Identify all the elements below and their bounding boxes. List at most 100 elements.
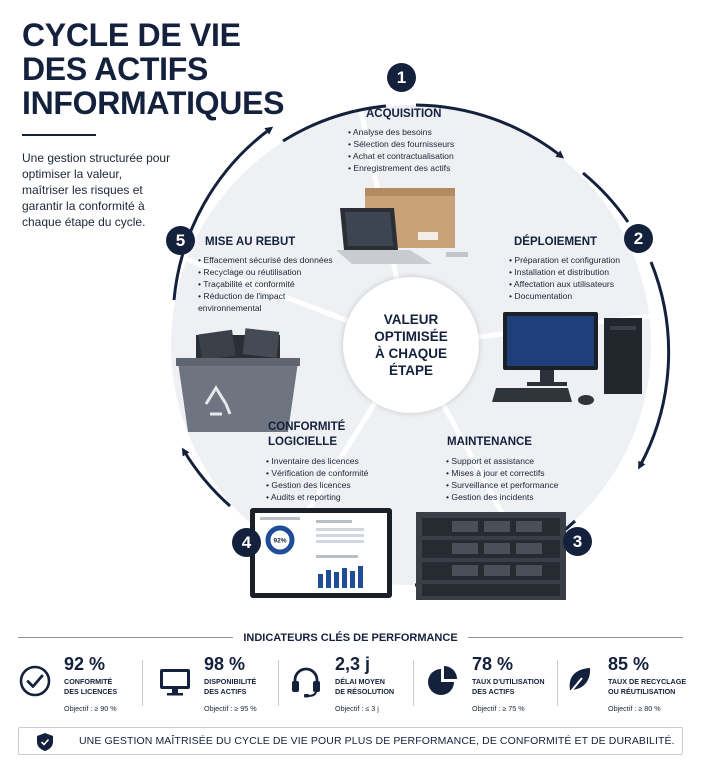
kpi-target: Objectif : ≤ 3 j bbox=[335, 704, 379, 713]
kpi-header-rule bbox=[468, 637, 683, 638]
step-title-conformite: CONFORMITÉ LOGICIELLE bbox=[268, 420, 345, 450]
step-title-acquisition: ACQUISITION bbox=[366, 108, 442, 120]
step-title-line: LOGICIELLE bbox=[268, 436, 337, 448]
kpi-label-line: OU RÉUTILISATION bbox=[608, 687, 676, 696]
kpi-target: Objectif : ≥ 95 % bbox=[204, 704, 257, 713]
step-bullets-conformite: Inventaire des licences Vérification de … bbox=[266, 455, 396, 503]
cycle-arrow bbox=[638, 261, 671, 470]
desktop-workstation-image bbox=[492, 312, 642, 405]
step-bullets-mise-au-rebut: Effacement sécurisé des données Recyclag… bbox=[198, 254, 338, 314]
title-line: CYCLE DE VIE bbox=[22, 17, 241, 53]
cycle-arrow bbox=[582, 171, 630, 223]
kpi-resolution-time: 2,3 j DÉLAI MOYEN DE RÉSOLUTION Objectif… bbox=[289, 654, 409, 718]
bullet-item: Mises à jour et correctifs bbox=[446, 467, 576, 479]
cycle-arrow bbox=[181, 447, 231, 508]
dashboard-donut-value: 92% bbox=[273, 538, 286, 545]
bullet-item: Traçabilité et conformité bbox=[198, 278, 338, 290]
kpi-label: TAUX D'UTILISATION DES ACTIFS bbox=[472, 677, 562, 697]
page-title: CYCLE DE VIE DES ACTIFS INFORMATIQUES bbox=[22, 18, 302, 120]
center-line: À CHAQUE bbox=[374, 346, 447, 361]
title-line: INFORMATIQUES bbox=[22, 85, 285, 121]
recycling-bin-image bbox=[176, 328, 300, 432]
center-line: ÉTAPE bbox=[388, 363, 433, 378]
bullet-item: Audits et reporting bbox=[266, 491, 396, 503]
kpi-target: Objectif : ≥ 90 % bbox=[64, 704, 117, 713]
step-number-badge: 2 bbox=[624, 224, 653, 253]
kpi-asset-availability: 98 % DISPONIBILITÉ DES ACTIFS Objectif :… bbox=[158, 654, 278, 718]
shield-icon bbox=[37, 733, 53, 751]
bullet-item: Gestion des licences bbox=[266, 479, 396, 491]
kpi-value: 85 % bbox=[608, 654, 650, 674]
title-line: DES ACTIFS bbox=[22, 51, 209, 87]
recycle-icon bbox=[204, 385, 232, 416]
bullet-item: Vérification de conformité bbox=[266, 467, 396, 479]
step-title-maintenance: MAINTENANCE bbox=[447, 436, 532, 448]
bullet-item: Support et assistance bbox=[446, 455, 576, 467]
kpi-label: CONFORMITÉ DES LICENCES bbox=[64, 677, 154, 697]
bullet-item: Préparation et configuration bbox=[509, 254, 639, 266]
kpi-label-line: TAUX DE RECYCLAGE bbox=[608, 677, 687, 686]
kpi-label: DISPONIBILITÉ DES ACTIFS bbox=[204, 677, 294, 697]
kpi-label-line: DES LICENCES bbox=[64, 687, 118, 696]
monitor-icon bbox=[160, 669, 190, 696]
title-divider bbox=[22, 134, 96, 136]
kpi-label: TAUX DE RECYCLAGE OU RÉUTILISATION bbox=[608, 677, 698, 697]
bullet-item: Effacement sécurisé des données bbox=[198, 254, 338, 266]
bullet-item: Surveillance et performance bbox=[446, 479, 576, 491]
bullet-item: Recyclage ou réutilisation bbox=[198, 266, 338, 278]
kpi-label-line: DES ACTIFS bbox=[204, 687, 247, 696]
kpi-label-line: DES ACTIFS bbox=[472, 687, 515, 696]
intro-text: Une gestion structurée pour optimiser la… bbox=[22, 151, 171, 229]
step-title-mise-au-rebut: MISE AU REBUT bbox=[205, 236, 296, 248]
kpi-asset-utilisation: 78 % TAUX D'UTILISATION DES ACTIFS Objec… bbox=[426, 654, 561, 718]
step-title-line: CONFORMITÉ bbox=[268, 421, 346, 433]
bullet-item: Documentation bbox=[509, 290, 639, 302]
cycle-arrow bbox=[282, 104, 387, 143]
kpi-label: DÉLAI MOYEN DE RÉSOLUTION bbox=[335, 677, 425, 697]
cycle-arrow bbox=[172, 126, 274, 301]
kpi-divider bbox=[142, 660, 143, 706]
bullet-item: Sélection des fournisseurs bbox=[348, 138, 478, 150]
kpi-label-line: TAUX D'UTILISATION bbox=[472, 677, 545, 686]
kpi-recycling-rate: 85 % TAUX DE RECYCLAGE OU RÉUTILISATION … bbox=[562, 654, 687, 718]
kpi-value: 92 % bbox=[64, 654, 106, 674]
kpi-label-line: DISPONIBILITÉ bbox=[204, 677, 257, 686]
bullet-item: Enregistrement des actifs bbox=[348, 162, 478, 174]
kpi-divider bbox=[557, 660, 558, 706]
kpi-target: Objectif : ≥ 75 % bbox=[472, 704, 525, 713]
kpi-header-rule bbox=[18, 637, 233, 638]
step-number-badge: 5 bbox=[166, 226, 195, 255]
cycle-arrow bbox=[415, 103, 565, 159]
kpi-label-line: CONFORMITÉ bbox=[64, 677, 113, 686]
step-number-badge: 3 bbox=[563, 527, 592, 556]
kpi-divider bbox=[413, 660, 414, 706]
kpi-label-line: DÉLAI MOYEN bbox=[335, 677, 385, 686]
bullet-item: Gestion des incidents bbox=[446, 491, 576, 503]
bullet-item: Inventaire des licences bbox=[266, 455, 396, 467]
step-bullets-maintenance: Support et assistance Mises à jour et co… bbox=[446, 455, 576, 503]
headset-icon bbox=[292, 667, 320, 698]
center-line: OPTIMISÉE bbox=[374, 329, 448, 344]
kpi-value: 2,3 j bbox=[335, 654, 371, 674]
kpi-value: 78 % bbox=[472, 654, 514, 674]
bullet-item: Achat et contractualisation bbox=[348, 150, 478, 162]
step-title-deploiement: DÉPLOIEMENT bbox=[514, 236, 598, 248]
step-number-badge: 4 bbox=[232, 528, 261, 557]
server-rack-image bbox=[416, 512, 566, 600]
kpi-divider bbox=[278, 660, 279, 706]
center-value-circle: VALEUR OPTIMISÉE À CHAQUE ÉTAPE bbox=[343, 277, 479, 413]
step-bullets-deploiement: Préparation et configuration Installatio… bbox=[509, 254, 639, 302]
leaf-icon bbox=[567, 668, 591, 696]
laptop-and-box-image bbox=[336, 188, 468, 264]
banner-text: UNE GESTION MAÎTRISÉE DU CYCLE DE VIE PO… bbox=[79, 735, 675, 747]
kpi-header-label: INDICATEURS CLÉS DE PERFORMANCE bbox=[243, 632, 458, 644]
kpi-header: INDICATEURS CLÉS DE PERFORMANCE bbox=[18, 630, 683, 646]
step-bullets-acquisition: Analyse des besoins Sélection des fourni… bbox=[348, 126, 478, 174]
pie-chart-icon bbox=[428, 666, 457, 695]
bullet-item: Installation et distribution bbox=[509, 266, 639, 278]
check-circle-icon bbox=[19, 665, 51, 697]
kpi-label-line: DE RÉSOLUTION bbox=[335, 687, 395, 696]
kpi-value: 98 % bbox=[204, 654, 246, 674]
bullet-item: Analyse des besoins bbox=[348, 126, 478, 138]
step-number-badge: 1 bbox=[387, 63, 416, 92]
